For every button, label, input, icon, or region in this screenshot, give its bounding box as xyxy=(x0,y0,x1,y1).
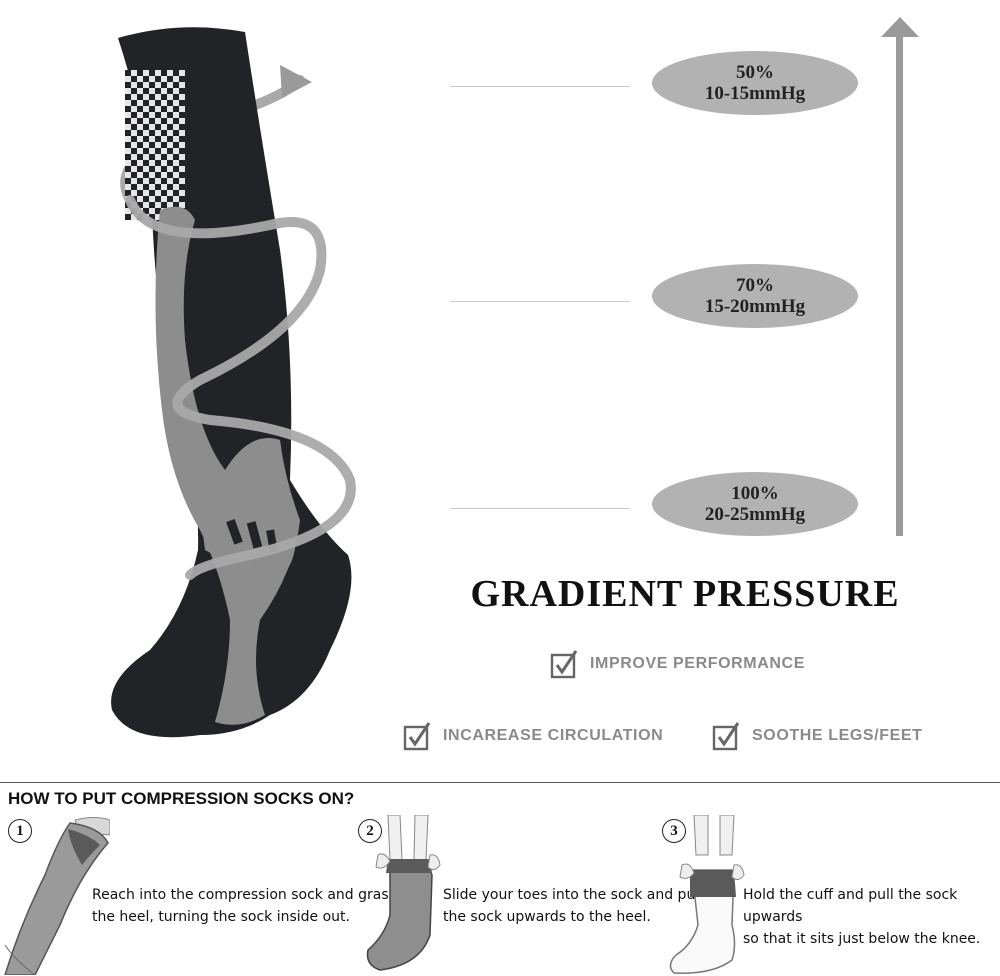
leader-line-top xyxy=(450,86,630,87)
benefit-increase-circulation: INCAREASE CIRCULATION xyxy=(403,721,663,751)
pressure-percent: 100% xyxy=(731,483,779,504)
gradient-pressure-title: GRADIENT PRESSURE xyxy=(470,573,900,615)
check-box-icon xyxy=(712,722,740,751)
circled-number-icon: 3 xyxy=(662,819,686,843)
step-1-line-2: the heel, turning the sock inside out. xyxy=(92,909,350,925)
ankle-panel xyxy=(200,503,296,580)
step-3-illustration xyxy=(662,815,752,975)
sock-illustration xyxy=(90,10,390,770)
benefit-improve-performance: IMPROVE PERFORMANCE xyxy=(550,649,805,679)
pressure-pill-mid: 70% 15-20mmHg xyxy=(652,264,858,328)
step-2-illustration xyxy=(360,815,450,975)
section-divider xyxy=(0,782,1000,783)
step-1-line-1: Reach into the compression sock and gras… xyxy=(92,887,398,903)
benefit-label: SOOTHE LEGS/FEET xyxy=(752,727,923,744)
step-3-text: Hold the cuff and pull the sock upwards … xyxy=(743,884,1000,950)
pressure-value: 15-20mmHg xyxy=(704,296,806,317)
step-2-line-2: the sock upwards to the heel. xyxy=(443,909,651,925)
spiral-front xyxy=(125,195,356,580)
up-arrow-icon xyxy=(880,15,920,540)
spiral-arrow-icon xyxy=(280,65,312,98)
step-2-text: Slide your toes into the sock and pull t… xyxy=(443,884,703,928)
step-1-text: Reach into the compression sock and gras… xyxy=(92,884,398,928)
leader-line-mid xyxy=(450,301,630,302)
step-3-line-2: so that it sits just below the knee. xyxy=(743,931,981,947)
pressure-value: 20-25mmHg xyxy=(704,504,806,525)
circled-number-icon: 2 xyxy=(358,819,382,843)
pressure-value: 10-15mmHg xyxy=(704,83,806,104)
circled-number-icon: 1 xyxy=(8,819,32,843)
check-box-icon xyxy=(550,650,578,679)
step-2-line-1: Slide your toes into the sock and pull xyxy=(443,887,704,903)
step-3-line-1: Hold the cuff and pull the sock upwards xyxy=(743,887,958,925)
pressure-pill-top: 50% 10-15mmHg xyxy=(652,51,858,115)
benefit-label: IMPROVE PERFORMANCE xyxy=(590,655,805,672)
check-box-icon xyxy=(403,722,431,751)
benefit-soothe-legs: SOOTHE LEGS/FEET xyxy=(712,721,923,751)
pressure-pill-bottom: 100% 20-25mmHg xyxy=(652,472,858,536)
pressure-percent: 70% xyxy=(736,275,774,296)
leader-line-bottom xyxy=(450,508,630,509)
howto-title: HOW TO PUT COMPRESSION SOCKS ON? xyxy=(8,789,355,808)
shin-panel xyxy=(155,206,300,725)
step-1-illustration xyxy=(0,815,110,975)
pressure-percent: 50% xyxy=(736,62,774,83)
benefit-label: INCAREASE CIRCULATION xyxy=(443,727,664,744)
